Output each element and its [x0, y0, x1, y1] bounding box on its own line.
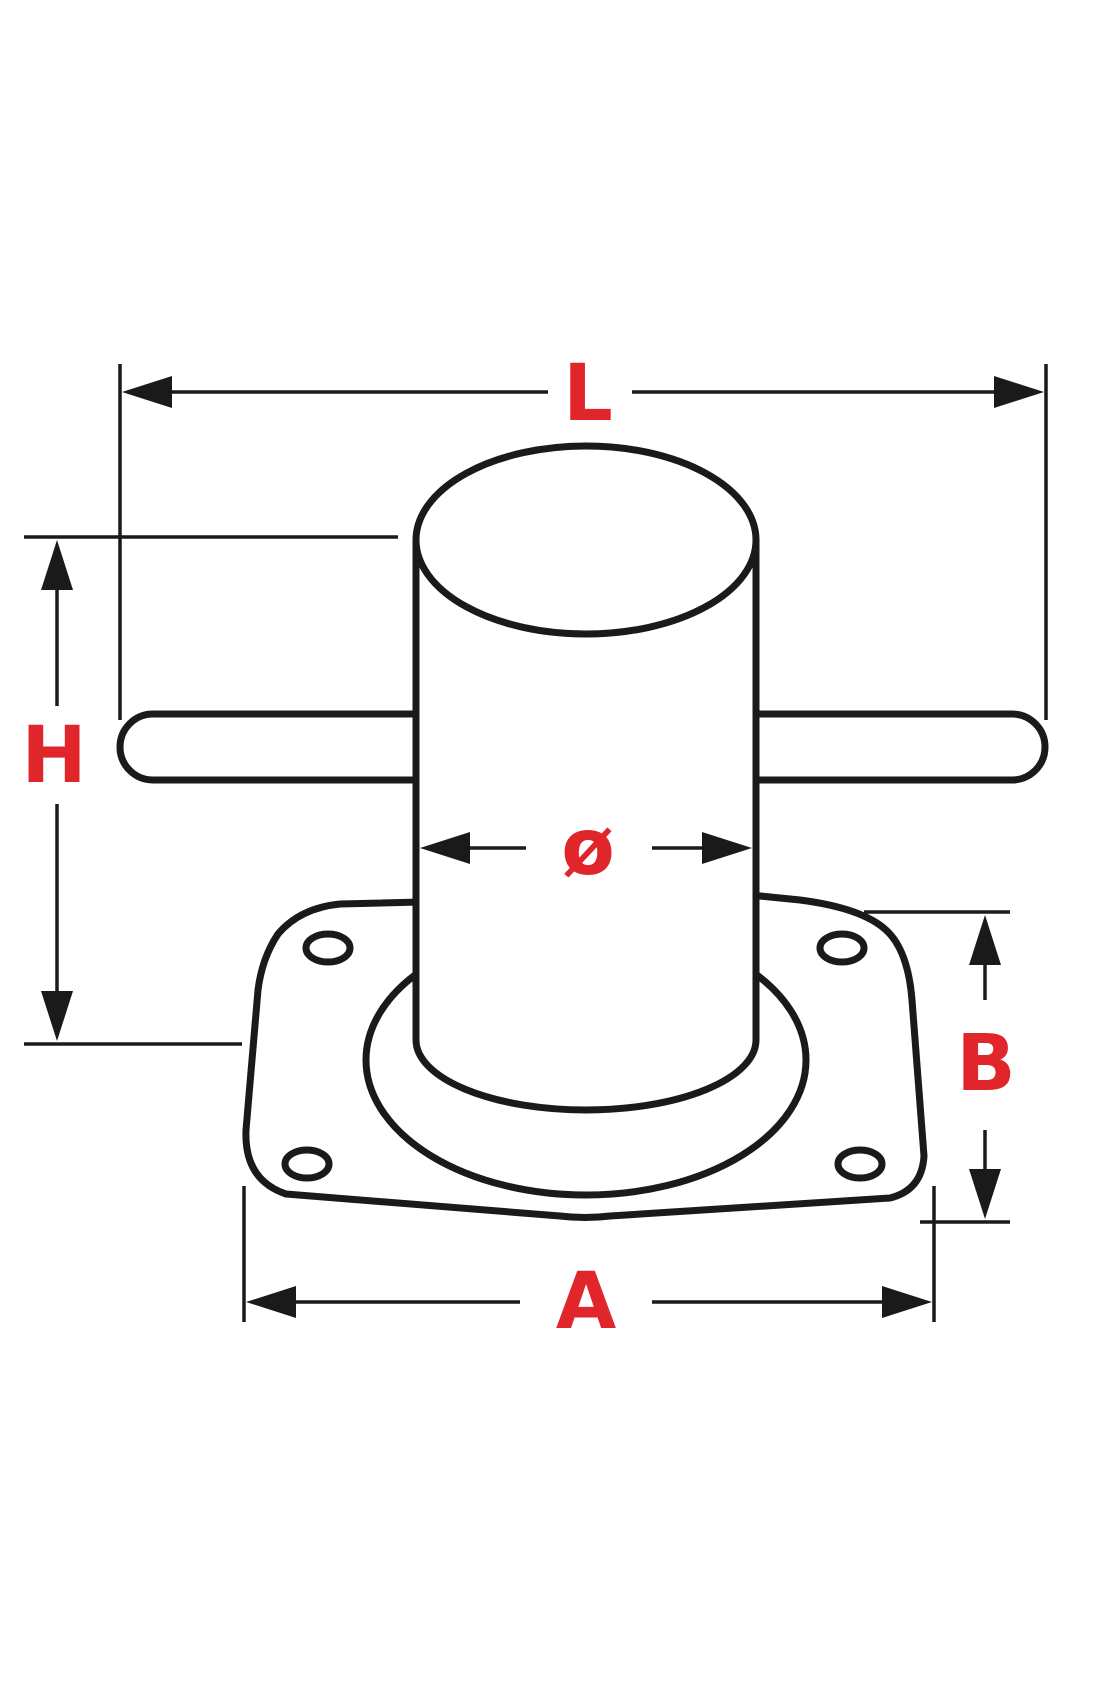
dimension-diameter [420, 832, 752, 864]
dimension-h [24, 535, 398, 1046]
mounting-hole-bottom-right [834, 1146, 886, 1182]
dimension-b [864, 910, 1010, 1224]
dimension-b-label: B [956, 1019, 1015, 1109]
cleat-post [412, 536, 760, 1114]
post-top-cap [412, 442, 760, 638]
dimension-a-label: A [556, 1257, 616, 1347]
dimension-l [118, 364, 1048, 720]
dimension-diameter-label: ø [561, 803, 615, 893]
dimension-a [242, 1186, 936, 1322]
mounting-hole-top-right [816, 930, 868, 966]
mounting-hole-top-left [302, 930, 354, 966]
post-inner-mask [420, 700, 752, 790]
dimension-l-label: L [563, 349, 613, 439]
mounting-hole-bottom-left [281, 1146, 333, 1182]
dimension-h-label: H [21, 711, 86, 801]
